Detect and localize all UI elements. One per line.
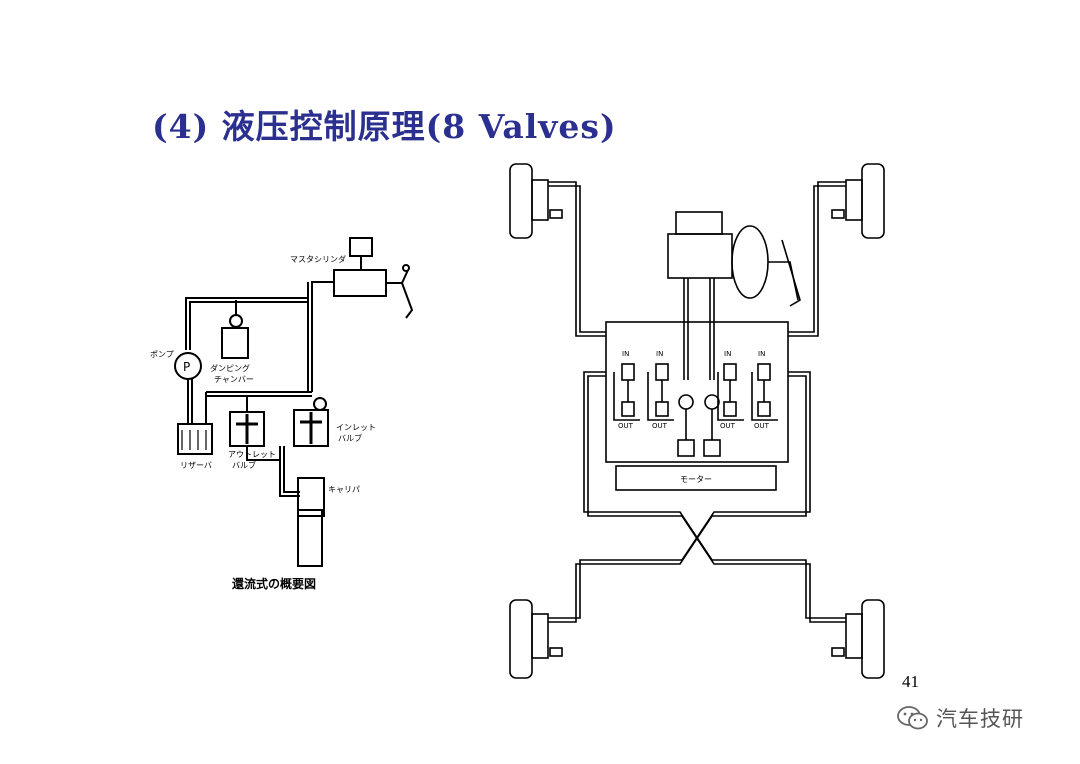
valve-rr-in: [757, 363, 771, 381]
label-damping-2: チャンバー: [214, 375, 254, 384]
brake-booster: [731, 225, 769, 299]
valve-rr-out: [757, 401, 771, 417]
valve-fl-out: [621, 401, 635, 417]
out-label-2: OUT: [652, 422, 668, 430]
slide-title: (4) 液压控制原理(8 Valves): [152, 107, 617, 146]
reservoir: [177, 423, 213, 455]
label-inlet-2: バルブ: [338, 433, 362, 443]
valve-rl-in: [723, 363, 737, 381]
wheel-front-left: [509, 163, 533, 239]
master-cylinder-body: [667, 233, 733, 279]
label-outlet-2: バルブ: [232, 460, 256, 470]
hydraulic-unit: [605, 321, 789, 463]
wechat-icon: [897, 706, 928, 730]
brake-disc: [297, 509, 323, 567]
watermark: 汽车技研: [896, 702, 1024, 734]
label-inlet-1: インレット: [336, 423, 376, 432]
page-number: 41: [902, 672, 919, 691]
label-master-cylinder: マスタシリンダ: [290, 254, 346, 264]
motor-block: [615, 465, 777, 491]
motor-label: モーター: [680, 475, 712, 484]
inlet-valve: [293, 409, 329, 447]
caliper: [297, 477, 325, 517]
out-label-4: OUT: [754, 422, 770, 430]
label-damping-1: ダンピング: [210, 363, 250, 373]
in-label-1: IN: [622, 350, 629, 358]
damping-chamber: [221, 327, 249, 359]
in-label-4: IN: [758, 350, 765, 358]
valve-fr-out: [655, 401, 669, 417]
label-pump: ポンプ: [150, 350, 174, 359]
wheel-rear-left: [509, 599, 533, 679]
in-label-2: IN: [656, 350, 663, 358]
wheel-rear-right: [861, 599, 885, 679]
label-caliper: キャリパ: [328, 485, 360, 494]
pump-symbol: P: [183, 360, 190, 374]
valve-rl-out: [723, 401, 737, 417]
label-outlet-1: アウトレット: [228, 450, 276, 459]
out-label-1: OUT: [618, 422, 634, 430]
valve-fl-in: [621, 363, 635, 381]
label-reservoir: リザーバ: [180, 461, 212, 470]
wheel-front-right: [861, 163, 885, 239]
left-diagram-caption: 還流式の概要図: [232, 576, 316, 591]
in-label-3: IN: [724, 350, 731, 358]
watermark-text: 汽车技研: [936, 707, 1024, 731]
master-cylinder-top: [675, 211, 723, 235]
brake-pedal: [386, 269, 414, 319]
out-label-3: OUT: [720, 422, 736, 430]
valve-fr-in: [655, 363, 669, 381]
